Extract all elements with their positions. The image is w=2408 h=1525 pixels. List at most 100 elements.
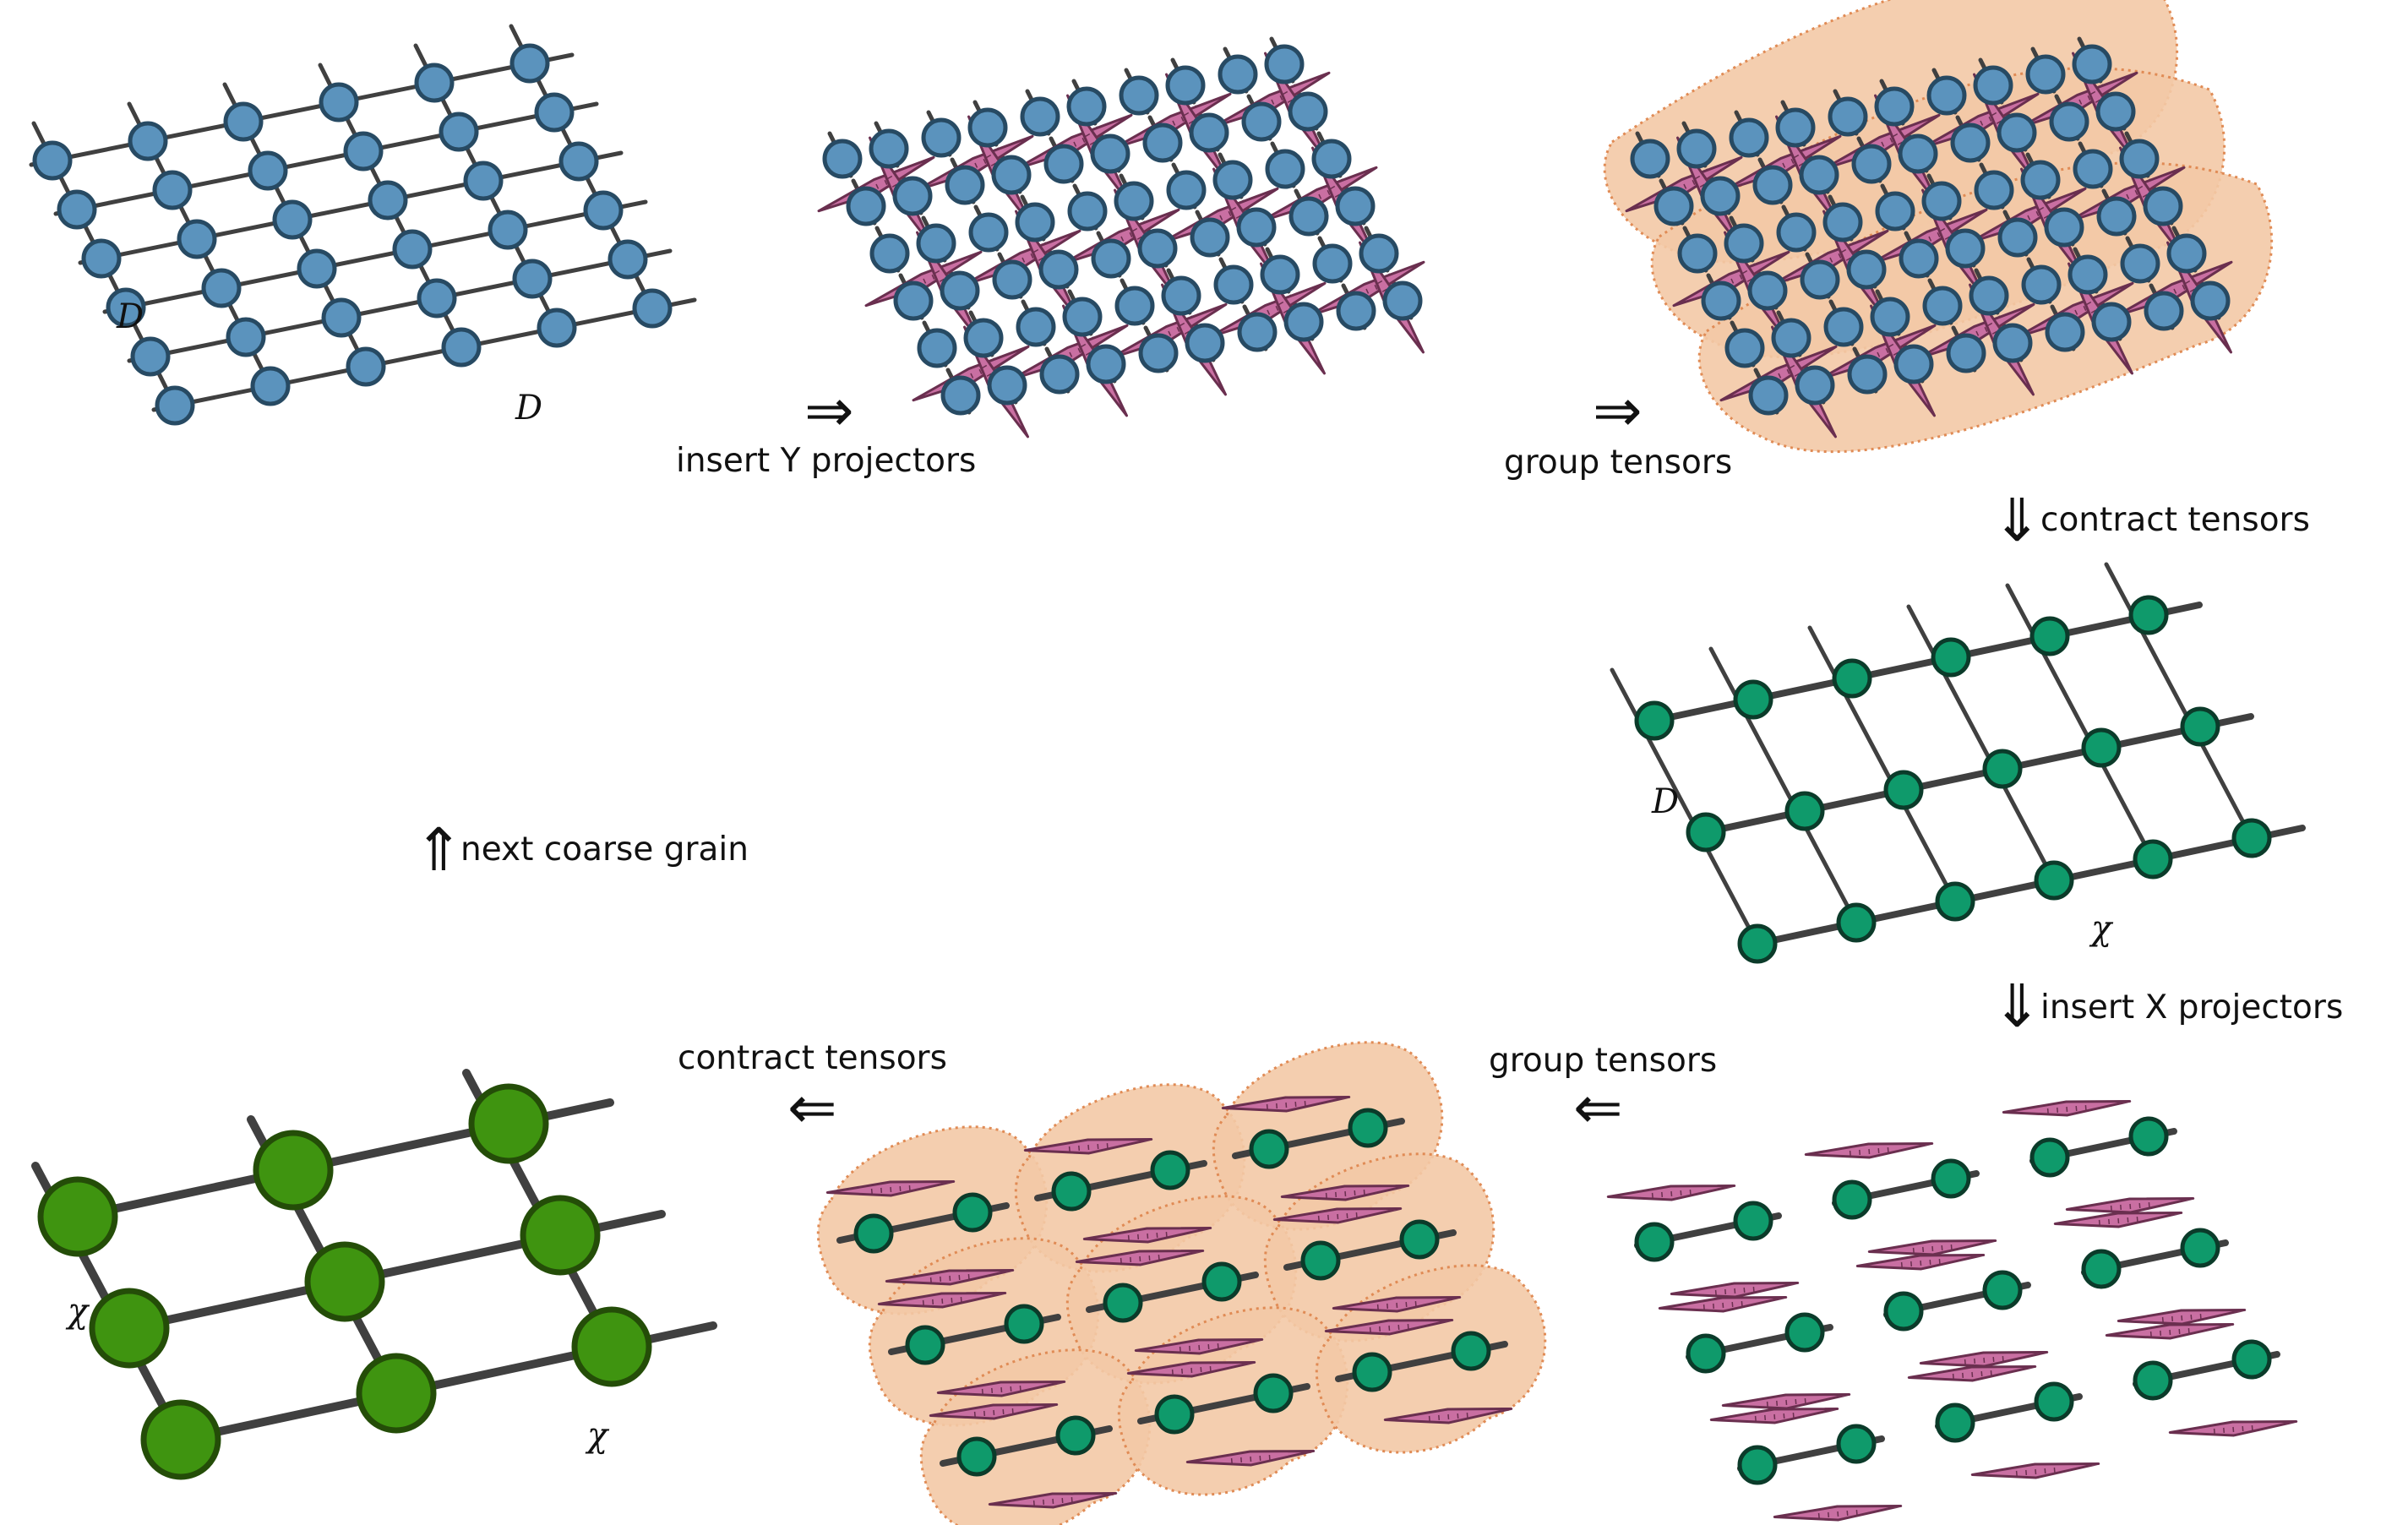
projector-hatch <box>1828 1511 1830 1518</box>
projector-hatch <box>1414 1300 1417 1307</box>
projector-hatch <box>1207 1343 1210 1350</box>
tensor-node <box>968 212 1009 253</box>
projector-hatch <box>1379 1326 1381 1332</box>
projector-hatch <box>983 1410 986 1417</box>
tensor-node <box>1311 139 1352 179</box>
projector-hatch <box>1790 158 1795 165</box>
projector-hatch <box>1952 1373 1954 1380</box>
tensor-node <box>1822 202 1863 242</box>
final-lattice-panel <box>31 1069 717 1480</box>
tensor-node <box>1982 1270 2023 1310</box>
tensor-node <box>1686 1333 1726 1374</box>
projector-hatch <box>1330 185 1336 190</box>
projector-hatch <box>1792 1412 1795 1419</box>
tensor-node <box>869 233 910 274</box>
tensor-node <box>2045 312 2085 352</box>
projector-hatch <box>1980 120 1984 126</box>
tensor-node <box>1883 770 1924 810</box>
projector-hatch <box>2053 1467 2056 1473</box>
projector-hatch <box>1798 162 1804 166</box>
tensor-node <box>1823 307 1864 347</box>
horizontal-bond <box>29 52 575 167</box>
projector-hatch <box>982 364 988 369</box>
down-double-arrow-icon: ⇓ <box>1992 486 2042 555</box>
tensor-node <box>1733 1201 1773 1241</box>
projector-hatch <box>1739 274 1743 280</box>
tensor-node <box>1055 1415 1096 1456</box>
projector-hatch <box>875 183 880 189</box>
tensor-node <box>1836 902 1877 943</box>
projector-hatch <box>1730 278 1735 284</box>
projector-hatch <box>1984 326 1988 333</box>
tensor-node <box>1935 1402 1975 1443</box>
projector-hatch <box>1983 1357 1986 1364</box>
tensor-node <box>1399 1219 1440 1260</box>
tensor-node <box>905 1325 945 1365</box>
projector-hatch <box>1317 1215 1320 1222</box>
tensor-node <box>2180 1228 2220 1268</box>
tensor-node <box>1922 286 1963 326</box>
tensor-node <box>1846 249 1887 290</box>
projector-hatch <box>1988 116 1992 123</box>
tensor-node <box>1236 207 1277 248</box>
projector-hatch <box>1165 1231 1168 1238</box>
horizontal-bond <box>127 248 673 363</box>
projector-hatch <box>2027 215 2031 221</box>
projector-hatch <box>1120 236 1125 242</box>
projector-hatch <box>2043 215 2049 219</box>
projector-hatch <box>1741 1300 1743 1307</box>
tensor-node <box>81 238 122 279</box>
projector-hatch <box>1085 133 1091 138</box>
tensor-node <box>1630 139 1670 179</box>
tensor-node <box>2128 595 2169 635</box>
projector-hatch <box>1692 179 1696 186</box>
tensor-node <box>1201 1261 1242 1302</box>
projector-hatch <box>2039 206 2045 211</box>
step-group-2: ⇐ group tensors <box>1489 1042 1717 1142</box>
tensor-node <box>1800 259 1840 300</box>
bond-label-initial-vertical: D <box>116 297 144 336</box>
tensor-node <box>1213 264 1254 305</box>
projector-hatch <box>970 373 974 379</box>
tensor-node <box>1795 365 1835 406</box>
projector-hatch <box>1940 227 1946 232</box>
bond-label-initial-horizontal: D <box>515 389 542 428</box>
tensor-node <box>1700 176 1741 216</box>
tensor-node <box>1348 1108 1388 1148</box>
tensor-node <box>1119 75 1159 116</box>
tensor-node <box>1137 228 1178 269</box>
projector-hatch <box>1267 309 1271 315</box>
projector-hatch <box>2138 185 2144 190</box>
projector-hatch <box>1794 373 1800 377</box>
projector-hatch <box>2182 284 2186 291</box>
tensor-node <box>1997 112 2037 153</box>
projector-hatch <box>2120 1204 2122 1211</box>
projector-hatch <box>1250 1456 1252 1462</box>
tensor-node <box>987 365 1027 406</box>
tensor-node <box>1138 333 1179 373</box>
tensor-node <box>1161 275 1201 316</box>
projector-hatch <box>2083 305 2087 312</box>
projector-hatch <box>2129 1203 2132 1210</box>
projector-hatch <box>1085 351 1091 356</box>
contracted-y-lattice-panel <box>1610 562 2306 964</box>
tensor-node <box>1899 238 1939 279</box>
projector-hatch <box>1139 1255 1141 1262</box>
projector-hatch <box>2199 1313 2202 1320</box>
tensor-node <box>272 199 313 240</box>
tensor-node <box>2081 1249 2122 1289</box>
tensor-node <box>1653 186 1694 226</box>
projector-hatch <box>1172 120 1176 126</box>
tensor-node <box>1784 1312 1825 1353</box>
projector-hatch <box>1137 1234 1140 1240</box>
tensor-node <box>1737 923 1778 964</box>
projector-hatch <box>2078 99 2083 105</box>
tensor-node <box>512 259 553 299</box>
projector-hatch <box>1695 175 1701 180</box>
projector-hatch <box>986 373 992 377</box>
tensor-node <box>2095 91 2136 132</box>
projector-hatch <box>1181 1368 1184 1375</box>
projector-hatch <box>1743 1287 1746 1294</box>
tensor-node <box>893 280 934 321</box>
projector-hatch <box>1877 1147 1880 1154</box>
